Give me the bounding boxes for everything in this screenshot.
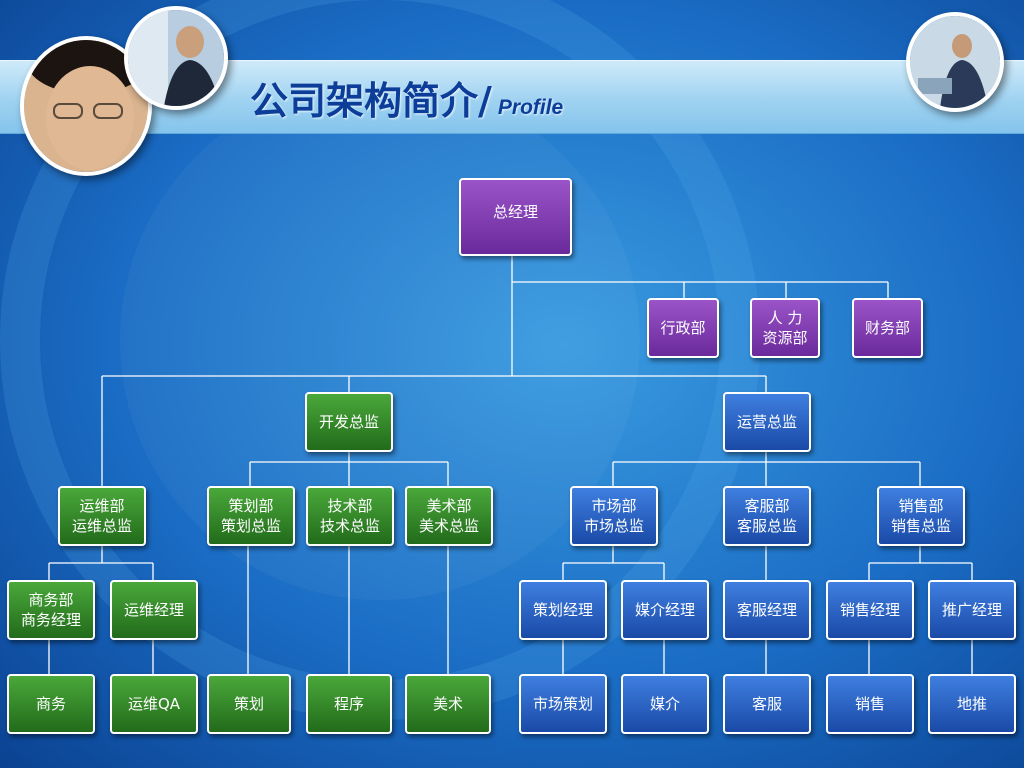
node-market-dept: 市场部 市场总监 [570, 486, 658, 546]
node-programming: 程序 [306, 674, 392, 734]
node-cs-manager: 客服经理 [723, 580, 811, 640]
node-ground-promo: 地推 [928, 674, 1016, 734]
node-planning-dept: 策划部 策划总监 [207, 486, 295, 546]
node-biz-manager: 商务部 商务经理 [7, 580, 95, 640]
node-media: 媒介 [621, 674, 709, 734]
node-tech-dept: 技术部 技术总监 [306, 486, 394, 546]
title-chinese: 公司架构简介/ [250, 79, 492, 123]
photo-meeting [906, 12, 1004, 112]
node-service: 客服 [723, 674, 811, 734]
node-selling: 销售 [826, 674, 914, 734]
node-promo-manager: 推广经理 [928, 580, 1016, 640]
node-general-manager: 总经理 [459, 178, 572, 256]
node-sales-dept: 销售部 销售总监 [877, 486, 965, 546]
node-maint-manager: 运维经理 [110, 580, 198, 640]
node-plan-manager: 策划经理 [519, 580, 607, 640]
slide-title: 公司架构简介/ Profile [250, 70, 563, 126]
node-sales-manager: 销售经理 [826, 580, 914, 640]
node-dev-director: 开发总监 [305, 392, 393, 452]
node-biz: 商务 [7, 674, 95, 734]
node-admin-dept: 行政部 [647, 298, 719, 358]
node-artwork: 美术 [405, 674, 491, 734]
node-planning: 策划 [207, 674, 291, 734]
node-cs-dept: 客服部 客服总监 [723, 486, 811, 546]
title-english: Profile [497, 96, 564, 119]
node-art-dept: 美术部 美术总监 [405, 486, 493, 546]
node-maint-dept: 运维部 运维总监 [58, 486, 146, 546]
node-finance-dept: 财务部 [852, 298, 923, 358]
node-market-planning: 市场策划 [519, 674, 607, 734]
node-hr-dept: 人 力 资源部 [750, 298, 820, 358]
node-maint-qa: 运维QA [110, 674, 198, 734]
node-media-manager: 媒介经理 [621, 580, 709, 640]
photo-businessman-suit [124, 6, 228, 110]
node-ops-director: 运营总监 [723, 392, 811, 452]
